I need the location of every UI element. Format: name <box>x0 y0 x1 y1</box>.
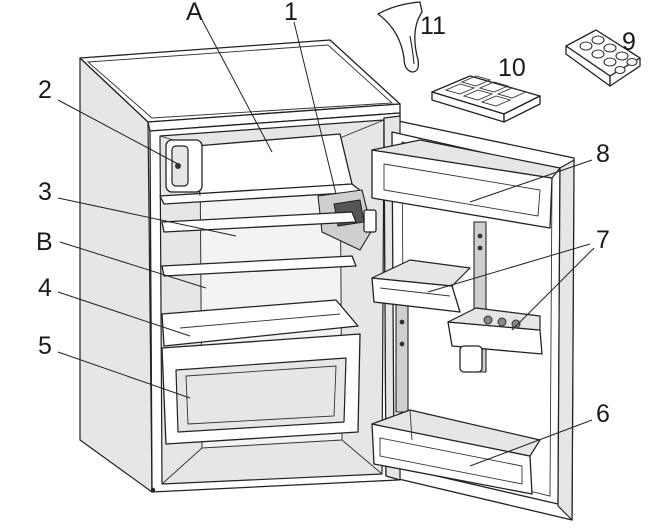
label-1: 1 <box>284 0 298 26</box>
label-A: A <box>186 0 203 26</box>
ice-cube-tray <box>431 75 541 123</box>
label-9: 9 <box>622 28 636 56</box>
label-2: 2 <box>38 76 52 104</box>
label-5: 5 <box>38 332 52 360</box>
glass-shelf-upper <box>161 211 357 233</box>
crisper-drawer <box>161 333 361 445</box>
door-shelf-lower <box>447 307 543 373</box>
label-6: 6 <box>596 400 610 428</box>
thermostat-knob <box>165 139 203 193</box>
crisper-cover <box>161 299 359 347</box>
egg-tray <box>565 29 641 87</box>
label-B: B <box>36 228 53 256</box>
door-dairy-compartment <box>371 139 561 229</box>
label-4: 4 <box>38 274 52 302</box>
glass-shelf-lower <box>161 255 357 277</box>
ice-scraper <box>377 1 423 73</box>
label-8: 8 <box>596 140 610 168</box>
label-3: 3 <box>38 178 52 206</box>
label-11: 11 <box>420 12 446 40</box>
door-shelf-upper <box>371 259 471 313</box>
label-10: 10 <box>498 54 526 82</box>
leader-lines <box>57 19 595 467</box>
label-7: 7 <box>596 226 610 254</box>
